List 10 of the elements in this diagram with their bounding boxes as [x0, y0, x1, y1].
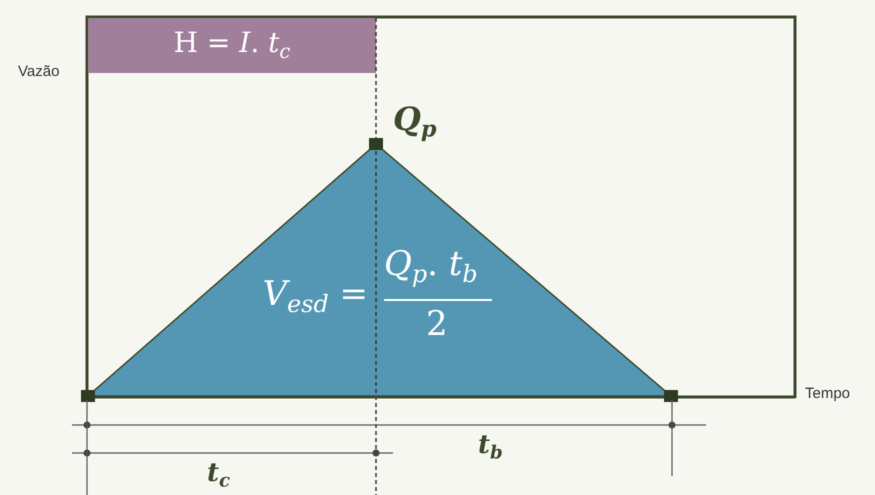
concentration-time-label: t$_{c}$: [207, 458, 230, 492]
base-time-label: t$_{b}$: [478, 430, 503, 464]
rainfall-band: [88, 18, 376, 73]
fraction-numerator: Q$_{p}$. t$_{b}$: [384, 244, 478, 288]
axis-label: Vazão: [18, 63, 60, 80]
fraction-denominator: 2: [426, 304, 448, 344]
axis-label: Tempo: [805, 385, 850, 402]
peak-flow-label: Q$_{p}$: [393, 100, 437, 143]
volume-formula: V$_{esd}$ =: [262, 274, 368, 318]
formula: H = I. t$_{c}$: [172, 26, 292, 63]
